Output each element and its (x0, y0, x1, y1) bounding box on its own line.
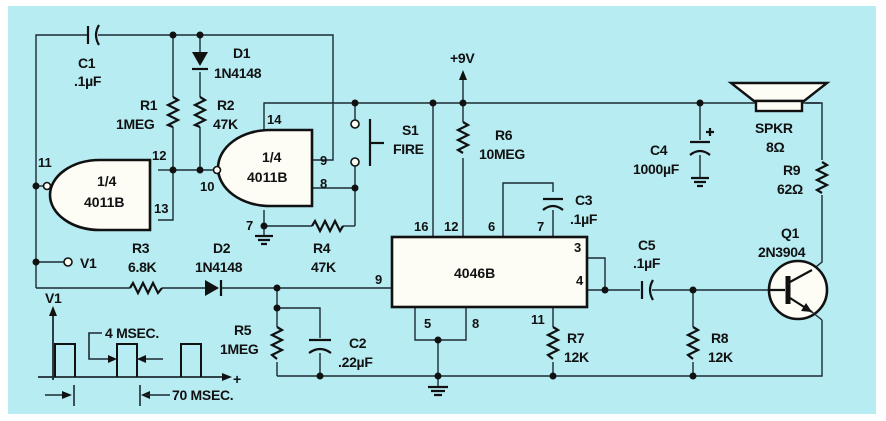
r8-ref: R8 (711, 330, 729, 346)
ground-icon (428, 385, 448, 397)
c1-value: .1µF (74, 73, 102, 89)
r3-ref: R3 (132, 240, 150, 256)
u1b-fraction: 1/4 (262, 149, 282, 165)
u1b-pin-in2: 8 (320, 176, 327, 191)
r5-ref: R5 (234, 322, 252, 338)
u2-part: 4046B (454, 265, 495, 281)
diode-d2: D2 1N4148 (195, 240, 243, 296)
capacitor-c5: C5 .1µF (633, 237, 661, 301)
spkr-value: 8Ω (766, 139, 784, 155)
q1-ref: Q1 (781, 225, 800, 241)
u2-pin-16: 16 (414, 219, 428, 234)
c2-value: .22µF (338, 354, 373, 370)
r5-value: 1MEG (220, 341, 259, 357)
r2-value: 47K (213, 116, 238, 132)
r2-ref: R2 (217, 97, 235, 113)
transistor-q1: Q1 2N3904 (758, 225, 829, 321)
resistor-r5: R5 1MEG (220, 322, 285, 360)
nand-gate-u1a: 11 12 13 1/4 4011B (38, 148, 168, 232)
resistor-r9: R9 62Ω (777, 161, 830, 197)
u2-pin-5: 5 (424, 316, 431, 331)
c5-ref: C5 (638, 237, 656, 253)
pulse-width-label: 4 MSEC. (105, 325, 159, 341)
r7-value: 12K (564, 349, 589, 365)
c5-value: .1µF (633, 255, 661, 271)
capacitor-c3: C3 .1µF (542, 192, 598, 227)
spkr-ref: SPKR (755, 120, 793, 136)
c4-ref: C4 (650, 142, 668, 158)
u1b-pin-vss: 7 (246, 218, 253, 233)
r9-value: 62Ω (777, 181, 803, 197)
u2-pin-4: 4 (576, 273, 584, 288)
diode-d1: D1 1N4148 (192, 45, 262, 81)
resistor-r7: R7 12K (545, 326, 589, 365)
s1-ref: S1 (402, 122, 419, 138)
resistor-r6: R6 10MEG (455, 121, 526, 162)
r1-ref: R1 (140, 97, 158, 113)
d1-value: 1N4148 (214, 65, 262, 81)
resistor-r1: R1 1MEG (116, 96, 181, 132)
timing-axis-label: V1 (45, 290, 62, 306)
resistor-r4: R4 47K (311, 218, 344, 275)
timing-axis-plus: + (233, 371, 241, 387)
c3-ref: C3 (575, 192, 593, 208)
r8-value: 12K (708, 349, 733, 365)
c4-value: 1000µF (633, 161, 680, 177)
c2-ref: C2 (349, 335, 367, 351)
r7-ref: R7 (567, 330, 585, 346)
u1b-pin-vdd: 14 (267, 112, 282, 127)
u2-pin-6: 6 (488, 219, 495, 234)
r6-ref: R6 (495, 127, 513, 143)
supply-9v: +9V (450, 50, 476, 80)
period-label: 70 MSEC. (172, 387, 233, 403)
u2-pin-11: 11 (531, 312, 545, 327)
r9-ref: R9 (783, 162, 801, 178)
capacitor-c4: C4 1000µF (633, 128, 714, 188)
u2-pin-12: 12 (444, 219, 458, 234)
r6-value: 10MEG (479, 146, 525, 162)
d2-value: 1N4148 (195, 259, 243, 275)
d2-ref: D2 (213, 240, 231, 256)
r1-value: 1MEG (116, 116, 155, 132)
capacitor-c2: C2 .22µF (308, 335, 374, 370)
u2-pin-8: 8 (472, 316, 479, 331)
switch-s1-fire[interactable]: S1 FIRE (350, 119, 424, 167)
q1-value: 2N3904 (758, 244, 806, 260)
r3-value: 6.8K (128, 259, 157, 275)
u1b-pin-in1: 9 (320, 153, 327, 168)
u1b-part: 4011B (247, 169, 287, 185)
u1a-pin-in1: 12 (152, 148, 166, 163)
u1b-pin-out: 10 (200, 179, 214, 194)
r4-ref: R4 (313, 240, 331, 256)
u1a-pin-in2: 13 (154, 201, 168, 216)
resistor-r3: R3 6.8K (128, 240, 163, 296)
resistor-r8: R8 12K (685, 326, 733, 365)
r4-value: 47K (311, 259, 336, 275)
supply-label: +9V (450, 50, 475, 66)
schematic-background (8, 6, 876, 414)
u1a-pin-out: 11 (38, 155, 52, 170)
d1-ref: D1 (233, 45, 251, 61)
c1-ref: C1 (78, 55, 96, 71)
nand-gate-u1b: 14 9 8 10 7 1/4 4011B (200, 112, 327, 233)
speaker-icon: SPKR 8Ω (727, 81, 831, 155)
pll-chip-4046b: 4046B 16 12 6 7 3 4 9 5 8 11 (375, 219, 589, 331)
v1-label: V1 (80, 255, 97, 271)
v1-test-point[interactable]: V1 (63, 255, 97, 271)
timing-diagram: V1 + 4 MSEC. 70 MSEC. (38, 290, 241, 406)
s1-value: FIRE (393, 141, 424, 157)
junctions (32, 31, 704, 380)
u1a-part: 4011B (84, 194, 124, 210)
capacitor-c1: C1 .1µF (74, 24, 102, 89)
u1a-fraction: 1/4 (97, 173, 117, 189)
ground-icon (255, 234, 273, 246)
u2-pin-9: 9 (375, 272, 382, 287)
u2-pin-3: 3 (574, 240, 581, 255)
u2-pin-7: 7 (537, 219, 544, 234)
c3-value: .1µF (570, 211, 598, 227)
resistor-r2: R2 47K (192, 96, 238, 132)
